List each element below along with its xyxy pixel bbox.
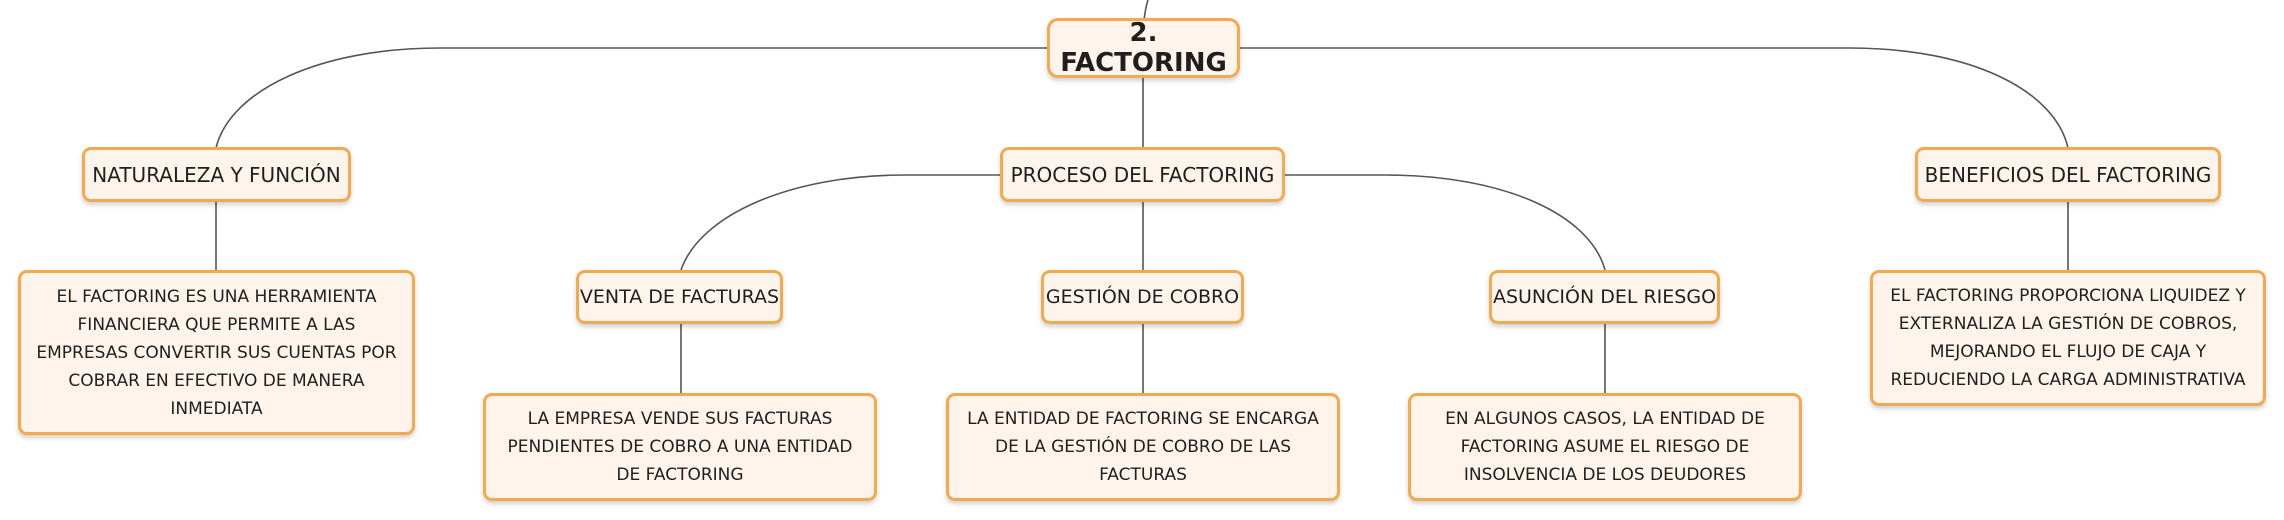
branch-beneficios-label: BENEFICIOS DEL FACTORING	[1924, 162, 2212, 187]
venta-facturas-description-node[interactable]: LA EMPRESA VENDE SUS FACTURAS PENDIENTES…	[483, 393, 877, 501]
connector-parent-root	[1143, 0, 1149, 21]
connector-root-naturaleza	[215, 47, 1050, 149]
connector-root-beneficios	[1237, 47, 2069, 149]
root-node-label: 2. FACTORING	[1060, 18, 1227, 78]
asuncion-riesgo-label: ASUNCIÓN DEL RIESGO	[1492, 286, 1717, 308]
connector-proceso-venta	[680, 174, 1002, 271]
asuncion-riesgo-description-text: EN ALGUNOS CASOS, LA ENTIDAD DE FACTORIN…	[1445, 409, 1765, 485]
asuncion-riesgo-description-node[interactable]: EN ALGUNOS CASOS, LA ENTIDAD DE FACTORIN…	[1408, 393, 1802, 501]
branch-proceso-node[interactable]: PROCESO DEL FACTORING	[1000, 147, 1285, 202]
asuncion-riesgo-node[interactable]: ASUNCIÓN DEL RIESGO	[1489, 270, 1720, 324]
root-node[interactable]: 2. FACTORING	[1047, 18, 1240, 78]
beneficios-description-node[interactable]: EL FACTORING PROPORCIONA LIQUIDEZ Y EXTE…	[1870, 270, 2266, 406]
naturaleza-description-text: EL FACTORING ES UNA HERRAMIENTA FINANCIE…	[36, 286, 397, 419]
venta-facturas-node[interactable]: VENTA DE FACTURAS	[576, 270, 783, 324]
venta-facturas-label: VENTA DE FACTURAS	[579, 286, 780, 308]
gestion-cobro-description-text: LA ENTIDAD DE FACTORING SE ENCARGA DE LA…	[967, 409, 1319, 485]
gestion-cobro-label: GESTIÓN DE COBRO	[1045, 286, 1240, 308]
venta-facturas-description-text: LA EMPRESA VENDE SUS FACTURAS PENDIENTES…	[507, 409, 853, 485]
branch-naturaleza-label: NATURALEZA Y FUNCIÓN	[92, 162, 341, 187]
gestion-cobro-description-node[interactable]: LA ENTIDAD DE FACTORING SE ENCARGA DE LA…	[946, 393, 1340, 501]
beneficios-description-text: EL FACTORING PROPORCIONA LIQUIDEZ Y EXTE…	[1890, 286, 2246, 390]
branch-naturaleza-node[interactable]: NATURALEZA Y FUNCIÓN	[82, 147, 351, 202]
connector-proceso-asuncion	[1285, 174, 1606, 271]
branch-proceso-label: PROCESO DEL FACTORING	[1010, 162, 1275, 187]
naturaleza-description-node[interactable]: EL FACTORING ES UNA HERRAMIENTA FINANCIE…	[18, 270, 415, 435]
gestion-cobro-node[interactable]: GESTIÓN DE COBRO	[1041, 270, 1244, 324]
branch-beneficios-node[interactable]: BENEFICIOS DEL FACTORING	[1915, 147, 2221, 202]
